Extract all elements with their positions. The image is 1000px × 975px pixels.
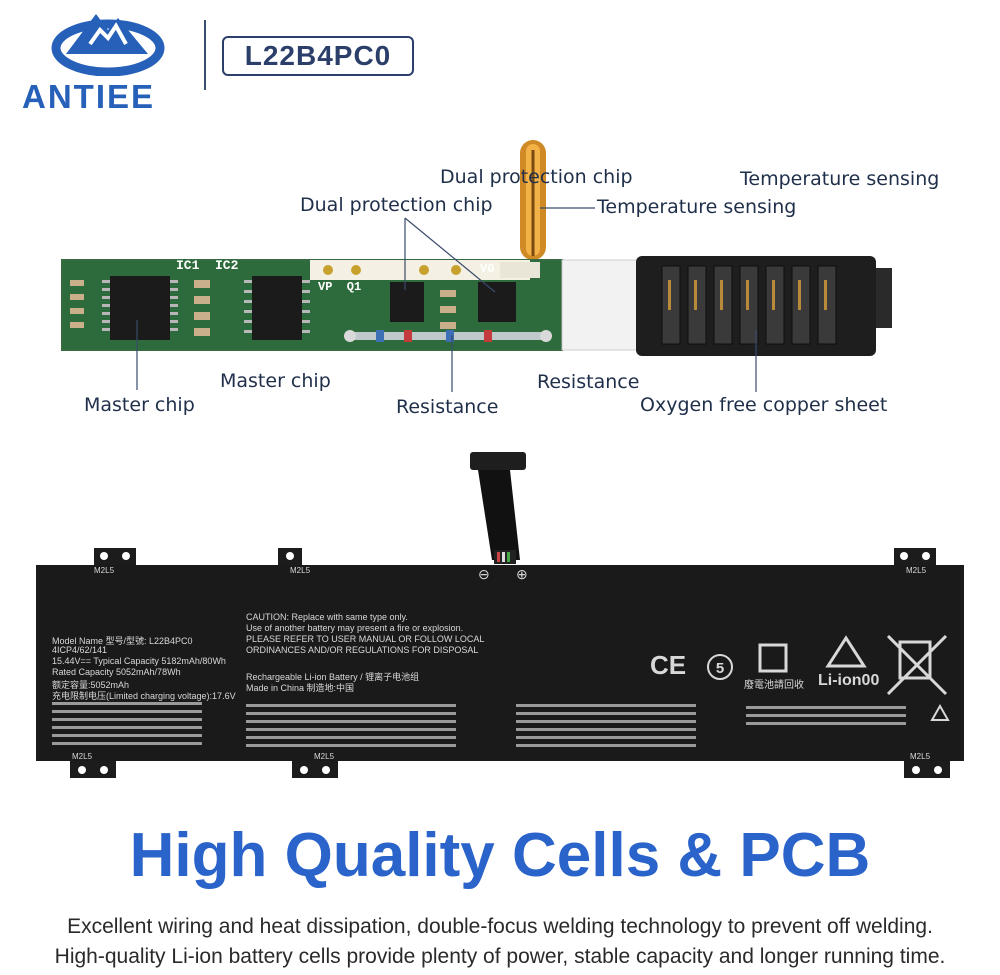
temperature-probe bbox=[520, 140, 546, 260]
battery-caution-title: CAUTION: Replace with same type only. bbox=[246, 612, 408, 622]
header-divider bbox=[204, 20, 206, 90]
screw-label-bottom-mid: M2L5 bbox=[314, 752, 335, 761]
battery-charging-voltage: 充电限制电压(Limited charging voltage):17.6V bbox=[52, 691, 236, 701]
battery-made-in: Made in China 制造地:中国 bbox=[246, 683, 355, 693]
master-chip-ic1 bbox=[102, 276, 178, 340]
protection-chip-1 bbox=[390, 282, 424, 322]
copper-connector bbox=[636, 256, 892, 356]
callout-resistance-upper: Resistance bbox=[537, 371, 640, 393]
pcb-vp-q1-label: VP Q1 bbox=[318, 280, 362, 294]
screw-label-bottom-left: M2L5 bbox=[72, 752, 93, 761]
battery-caution-line2: PLEASE REFER TO USER MANUAL OR FOLLOW LO… bbox=[246, 634, 485, 644]
callout-oxygen-free-copper: Oxygen free copper sheet bbox=[640, 394, 888, 416]
screw-label-top-mid: M2L5 bbox=[290, 566, 311, 575]
battery-caution-line1: Use of another battery may present a fir… bbox=[246, 623, 464, 633]
screw-label-top-right: M2L5 bbox=[906, 566, 927, 575]
battery-cells: 4ICP4/62/141 bbox=[52, 645, 108, 655]
warning-triangle-icon bbox=[930, 703, 950, 721]
callout-dual-protection-chip-lower: Dual protection chip bbox=[300, 194, 493, 216]
battery-model-name: Model Name 型号/型號: L22B4PC0 bbox=[52, 636, 193, 646]
recycle-icon bbox=[825, 635, 867, 668]
battery-cable bbox=[470, 452, 526, 564]
crossed-bin-icon bbox=[886, 634, 948, 696]
callout-resistance-lower: Resistance bbox=[396, 396, 499, 418]
callout-dual-protection-chip-upper: Dual protection chip bbox=[440, 166, 633, 188]
pcb-illustration bbox=[61, 140, 892, 392]
ce-mark: CE bbox=[650, 650, 687, 680]
callout-master-chip-upper: Master chip bbox=[220, 370, 331, 392]
resistance-strip bbox=[344, 330, 552, 342]
battery-rated-capacity: Rated Capacity 5052mAh/78Wh bbox=[52, 667, 181, 677]
pcb-vg-label: VG bbox=[480, 262, 495, 276]
battery-terminal-minus: ⊖ bbox=[478, 566, 490, 582]
battery-rechargeable: Rechargeable Li-ion Battery / 锂离子电池组 bbox=[246, 672, 420, 682]
callout-master-chip-lower: Master chip bbox=[84, 394, 195, 416]
model-code-badge: L22B4PC0 bbox=[222, 36, 414, 76]
battery-typical-capacity: 15.44V== Typical Capacity 5182mAh/80Wh bbox=[52, 656, 226, 666]
pcb-ic-label: IC1 IC2 bbox=[176, 258, 239, 273]
callout-temperature-sensing-upper: Temperature sensing bbox=[740, 168, 940, 190]
master-chip-ic2 bbox=[244, 276, 310, 340]
brand-logo bbox=[48, 4, 168, 77]
pb-recycle-icon bbox=[758, 643, 788, 673]
brand-name: ANTIEE bbox=[22, 78, 156, 115]
battery-caution-line3: ORDINANCES AND/OR REGULATIONS FOR DISPOS… bbox=[246, 645, 479, 655]
battery-li-ion-label: Li-ion00 bbox=[818, 672, 880, 689]
battery-recycle-cn: 廢電池請回收 bbox=[744, 680, 804, 691]
battery-terminal-plus: ⊕ bbox=[516, 566, 528, 582]
headline: High Quality Cells & PCB bbox=[129, 821, 871, 890]
callout-temperature-sensing-lower: Temperature sensing bbox=[597, 196, 797, 218]
mark-5-badge: 5 bbox=[707, 654, 733, 680]
screw-label-bottom-right: M2L5 bbox=[910, 752, 931, 761]
description-line-2: High-quality Li-ion battery cells provid… bbox=[54, 945, 946, 968]
screw-label-top-left: M2L5 bbox=[94, 566, 115, 575]
battery-cn-capacity: 额定容量:5052mAh bbox=[52, 680, 130, 690]
description-line-1: Excellent wiring and heat dissipation, d… bbox=[67, 915, 933, 938]
mountain-logo-icon bbox=[51, 14, 165, 77]
protection-chip-2 bbox=[478, 282, 516, 322]
